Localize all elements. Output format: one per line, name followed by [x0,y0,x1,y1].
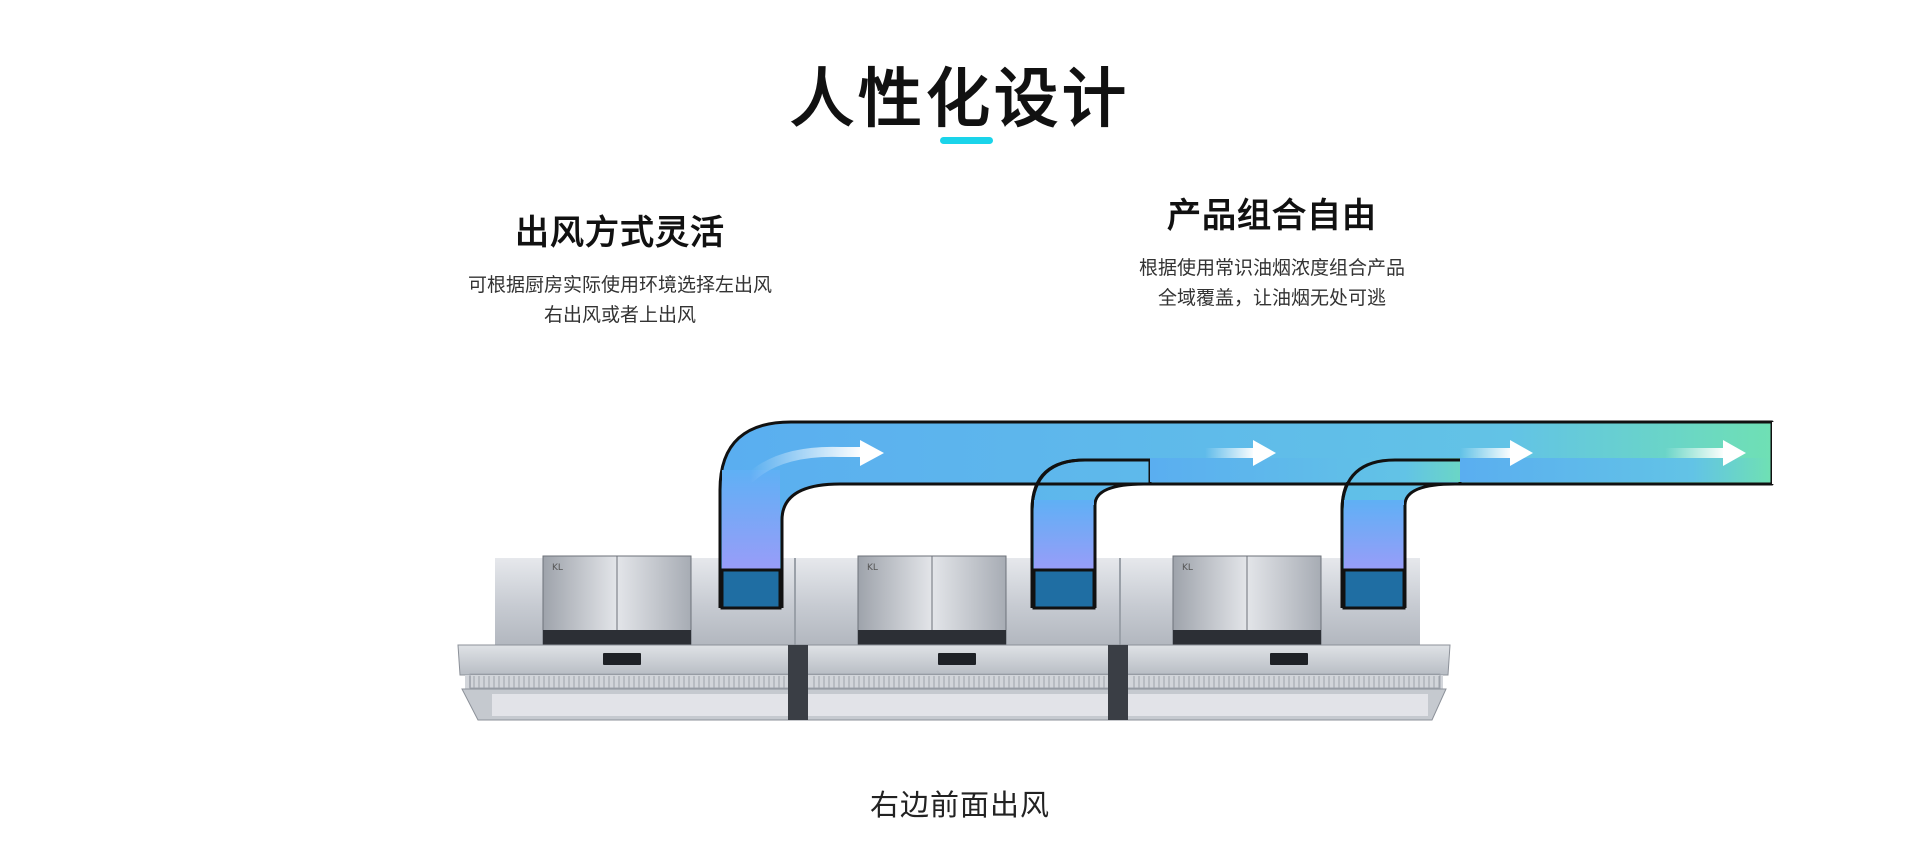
feature-desc-line: 全域覆盖，让油烟无处可逃 [1157,287,1386,309]
feature-combination: 产品组合自由 根据使用常识油烟浓度组合产品 全域覆盖，让油烟无处可逃 [1072,188,1472,313]
arrow-right-icon [745,440,884,483]
feature-desc-line: 右出风或者上出风 [543,304,696,326]
section-title: 人性化设计 [790,63,1130,137]
motor-unit: KL [1172,555,1322,647]
exhaust-duct [718,420,1788,574]
arrow-right-icon [1460,440,1533,466]
feature-airflow: 出风方式灵活 可根据厨房实际使用环境选择左出风 右出风或者上出风 [420,205,820,330]
filter-slats [473,676,1440,688]
feature-desc-line: 根据使用常识油烟浓度组合产品 [1138,257,1405,279]
control-panel [603,653,1308,665]
motor-unit: KL [857,555,1007,647]
arrow-right-icon [1205,440,1276,466]
svg-text:KL: KL [552,563,563,573]
duct-riser [718,470,784,610]
illustration-caption: 右边前面出风 [869,788,1050,822]
feature-title: 出风方式灵活 [515,213,725,253]
duct-riser [1030,500,1097,610]
svg-text:KL: KL [1182,563,1193,573]
arrow-right-icon [1665,440,1746,466]
motor-unit: KL [542,555,692,647]
duct-riser [1340,500,1407,610]
title-underline [940,137,993,144]
feature-title: 产品组合自由 [1167,196,1377,236]
feature-desc-line: 可根据厨房实际使用环境选择左出风 [467,274,772,296]
svg-text:KL: KL [867,563,878,573]
